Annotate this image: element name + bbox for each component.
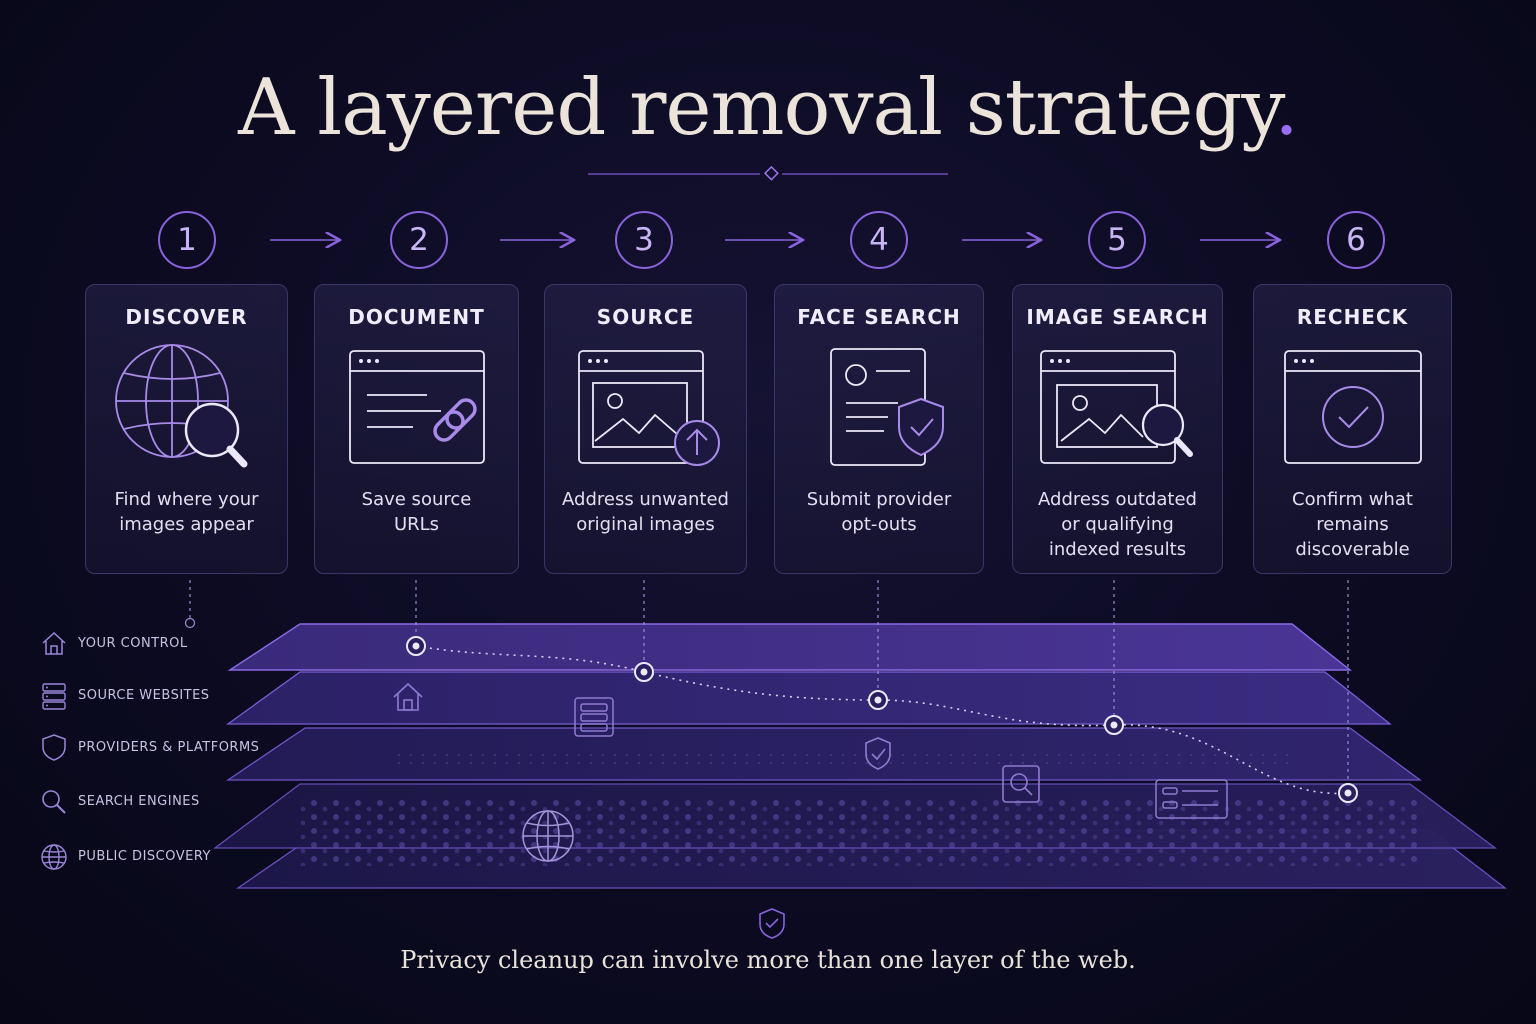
shield-icon xyxy=(42,734,66,761)
step-card-recheck: RECHECK Confirm what remains discoverabl… xyxy=(1253,284,1452,574)
card-description: Find where your images appear xyxy=(114,489,259,535)
layer-label-search-engines: SEARCH ENGINES xyxy=(78,794,200,809)
step-arrows xyxy=(270,225,1536,255)
card-title: SOURCE xyxy=(596,305,695,329)
layer-home-icon xyxy=(393,682,423,711)
layer-shield-icon xyxy=(865,737,891,770)
shield-icon xyxy=(759,908,785,939)
card-description: Submit provider opt-outs xyxy=(806,489,952,535)
title-divider xyxy=(588,165,948,181)
server-icon xyxy=(42,683,66,710)
layer-label-providers-platforms: PROVIDERS & PLATFORMS xyxy=(78,740,260,755)
step-number-6: 6 xyxy=(1327,211,1385,269)
card-description: Save source URLs xyxy=(361,489,472,535)
layer-label-source-websites: SOURCE WEBSITES xyxy=(78,688,210,703)
layer-label-your-control: YOUR CONTROL xyxy=(78,636,188,651)
home-icon xyxy=(42,631,66,655)
layer-server-icon xyxy=(574,697,614,737)
step-card-face-search: FACE SEARCH Submit provider opt-outs xyxy=(774,284,984,574)
step-number-4: 4 xyxy=(850,211,908,269)
step-number-3: 3 xyxy=(615,211,673,269)
search-icon xyxy=(42,790,66,814)
card-title: FACE SEARCH xyxy=(797,305,961,329)
card-description: Address unwanted original images xyxy=(562,489,729,535)
step-card-document: DOCUMENT Save source URLs xyxy=(314,284,519,574)
card-title: DISCOVER xyxy=(125,305,248,329)
title-text: A layered removal strategy xyxy=(238,63,1275,153)
layer-globe-icon xyxy=(522,810,574,862)
page-title: A layered removal strategy. xyxy=(0,58,1536,158)
step-card-image-search: IMAGE SEARCH Address outdated or qualify… xyxy=(1012,284,1223,574)
step-card-discover: DISCOVER Find where your images appear xyxy=(85,284,288,574)
layer-your-control xyxy=(227,623,1353,671)
footer-caption: Privacy cleanup can involve more than on… xyxy=(400,946,1136,974)
step-number-2: 2 xyxy=(390,211,448,269)
globe-icon xyxy=(41,844,67,870)
image-upload-icon xyxy=(545,341,746,471)
globe-search-icon xyxy=(86,341,287,471)
title-dot: . xyxy=(1274,63,1299,153)
layer-label-public-discovery: PUBLIC DISCOVERY xyxy=(78,849,211,864)
browser-check-icon xyxy=(1254,341,1451,471)
step-number-1: 1 xyxy=(158,211,216,269)
step-card-source: SOURCE Address unwanted original images xyxy=(544,284,747,574)
card-title: RECHECK xyxy=(1296,305,1409,329)
step-number-5: 5 xyxy=(1088,211,1146,269)
card-description: Confirm what remains discoverable xyxy=(1292,489,1413,560)
browser-link-icon xyxy=(315,341,518,471)
layer-source-websites xyxy=(225,671,1392,725)
image-search-icon xyxy=(1013,341,1222,471)
layer-list-icon xyxy=(1155,779,1228,819)
card-title: IMAGE SEARCH xyxy=(1026,305,1209,329)
card-title: DOCUMENT xyxy=(348,305,485,329)
layer-stack xyxy=(184,580,1507,889)
profile-shield-icon xyxy=(775,341,983,471)
layer-search-icon xyxy=(1002,765,1040,803)
card-description: Address outdated or qualifying indexed r… xyxy=(1038,489,1197,560)
